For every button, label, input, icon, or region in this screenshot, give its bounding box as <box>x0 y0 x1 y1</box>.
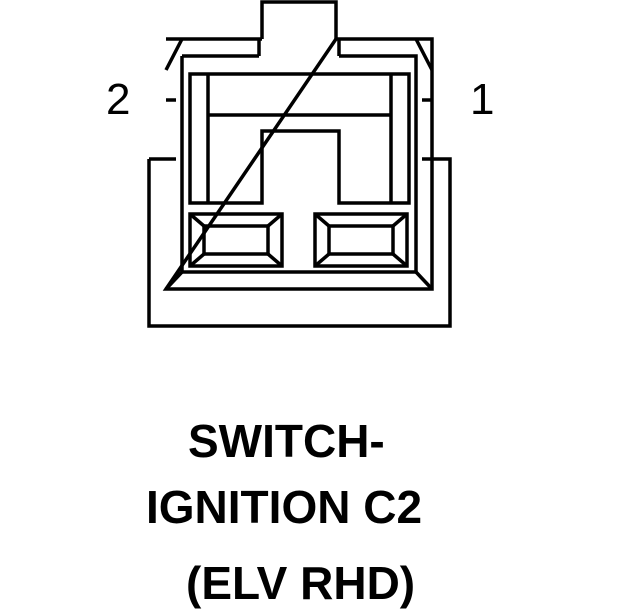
chamfer-bottom-left <box>164 270 184 291</box>
chamfer-bottom-right <box>414 270 434 291</box>
connector-inner-wall <box>180 54 418 274</box>
terminal-pin-2-inner <box>202 224 270 256</box>
pin-label-1: 1 <box>470 75 495 124</box>
key-cavity <box>188 72 411 205</box>
terminal-pin-1 <box>313 212 409 268</box>
terminal-pin-1-inner <box>327 224 395 256</box>
caption-line-1: SWITCH- <box>188 415 385 467</box>
chamfer-top-right <box>414 38 434 71</box>
caption-line-3: (ELV RHD) <box>186 557 416 609</box>
terminal-pin-2 <box>188 212 284 268</box>
caption-line-2: IGNITION C2 <box>146 481 423 533</box>
connector-outer-shell <box>147 157 452 328</box>
pin-label-2: 2 <box>106 75 131 124</box>
latch-tab <box>260 0 338 39</box>
chamfer-top-left <box>164 38 184 71</box>
